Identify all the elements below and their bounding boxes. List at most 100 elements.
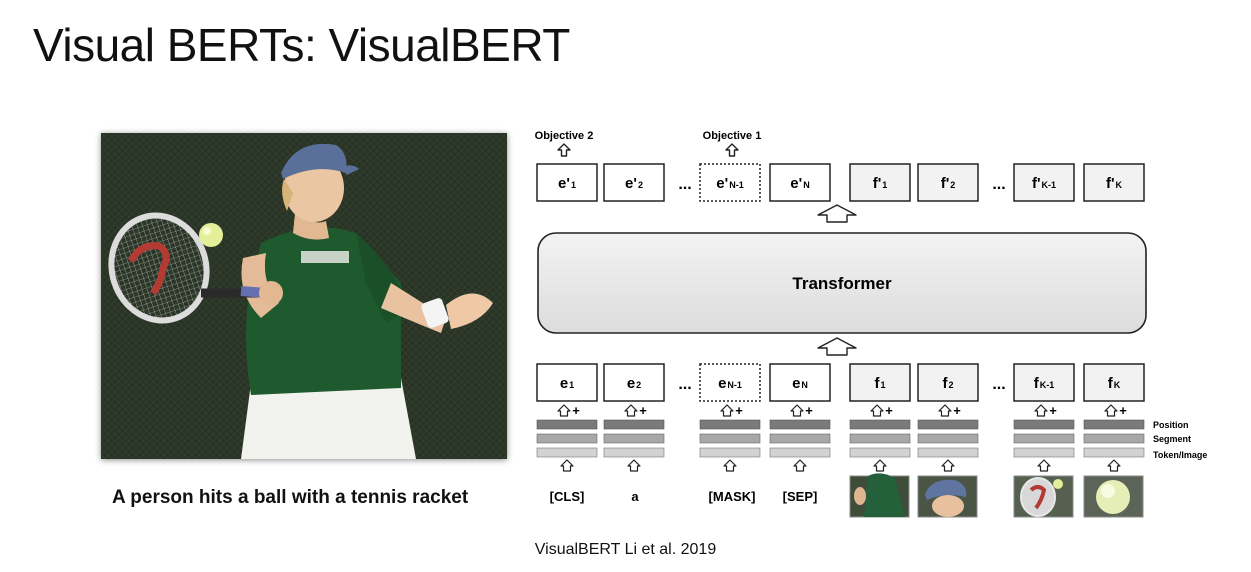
token-main: e	[718, 375, 726, 392]
token-subscript: 1	[569, 380, 574, 390]
embedding-sum-arrow-icon	[720, 404, 734, 417]
output-image-ellipsis: ...	[992, 176, 1005, 193]
word-input-cls: [CLS]	[550, 489, 585, 504]
token-subscript: N-1	[729, 180, 744, 190]
token-main: e	[792, 375, 800, 392]
token-subscript: 1	[880, 380, 885, 390]
output-text-token-label: e'N-1	[716, 175, 743, 192]
token-main: f'	[1106, 175, 1115, 192]
input-text-token-box	[603, 363, 665, 402]
input-image-token-box	[1013, 363, 1075, 402]
segment-embedding-bar	[769, 433, 831, 444]
segment-embedding-bar	[1013, 433, 1075, 444]
input-image-token-box	[917, 363, 979, 402]
position-embedding-label: Position	[1153, 420, 1189, 430]
input-image-token-box	[1083, 363, 1145, 402]
position-embedding-bar	[849, 419, 911, 430]
output-image-token-box	[849, 163, 911, 202]
token-subscript: K	[1116, 180, 1123, 190]
token-subscript: 2	[638, 180, 643, 190]
token-embedding-bar	[536, 447, 598, 458]
input-image-token-label: f1	[874, 375, 885, 392]
token-main: f	[942, 375, 948, 392]
input-text-token-1: e1	[536, 363, 598, 402]
image-region-racket	[1013, 475, 1074, 518]
output-image-token-label: f'K	[1106, 175, 1123, 192]
output-image-token-label: f'2	[941, 175, 956, 192]
embedding-plus-sign: +	[735, 403, 743, 418]
embedding-sum-arrow-icon	[938, 404, 952, 417]
input-text-token-box	[769, 363, 831, 402]
embedding-stack-4: +	[769, 403, 831, 472]
token-embedding-bar	[1083, 447, 1145, 458]
token-main: e	[560, 375, 568, 392]
token-subscript: K	[1114, 380, 1121, 390]
word-input-a: a	[631, 489, 639, 504]
image-caption: A person hits a ball with a tennis racke…	[112, 487, 469, 508]
objective-1-label: Objective 1	[703, 130, 762, 142]
input-text-token-label: eN-1	[718, 375, 742, 392]
position-embedding-bar	[1083, 419, 1145, 430]
token-main: e'	[716, 175, 728, 192]
objective-2-arrow-icon	[557, 143, 571, 157]
image-region-tennis-ball	[1083, 475, 1144, 518]
output-text-ellipsis: ...	[678, 176, 691, 193]
input-image-ellipsis: ...	[992, 376, 1005, 393]
embedding-stack-6: +	[917, 403, 979, 472]
input-up-arrow-icon	[560, 459, 574, 472]
citation: VisualBERT Li et al. 2019	[534, 541, 717, 558]
input-text-token-2: e2	[603, 363, 665, 402]
input-text-token-label: e1	[560, 375, 574, 392]
input-up-arrow-icon	[627, 459, 641, 472]
input-image-token-label: f2	[942, 375, 953, 392]
embedding-plus-sign: +	[639, 403, 647, 418]
token-subscript: N	[801, 380, 808, 390]
output-text-token-box	[769, 163, 831, 202]
input-image-token-1: f1	[849, 363, 911, 402]
token-main: f'	[941, 175, 950, 192]
embedding-sum-arrow-icon	[790, 404, 804, 417]
embedding-stack-7: +	[1013, 403, 1075, 472]
embedding-sum-arrow-icon	[870, 404, 884, 417]
embedding-sum-arrow-icon	[557, 404, 571, 417]
output-image-token-4: f'K	[1083, 163, 1145, 202]
output-text-token-1: e'1	[536, 163, 598, 202]
embedding-stack-2: +	[603, 403, 665, 472]
token-embedding-bar	[769, 447, 831, 458]
embedding-plus-sign: +	[572, 403, 580, 418]
embedding-plus-sign: +	[805, 403, 813, 418]
input-image-token-4: fK	[1083, 363, 1145, 402]
objective-2-label: Objective 2	[535, 130, 594, 142]
segment-embedding-bar	[849, 433, 911, 444]
output-text-token-box	[536, 163, 598, 202]
input-text-token-box	[536, 363, 598, 402]
embedding-plus-sign: +	[953, 403, 961, 418]
input-up-arrow-icon	[793, 459, 807, 472]
embedding-plus-sign: +	[1049, 403, 1057, 418]
segment-embedding-bar	[1083, 433, 1145, 444]
transformer-output-arrow-icon	[817, 204, 857, 223]
token-subscript: 1	[882, 180, 887, 190]
output-image-token-box	[1013, 163, 1075, 202]
position-embedding-bar	[536, 419, 598, 430]
word-input-mask: [MASK]	[709, 489, 756, 504]
word-input-sep: [SEP]	[783, 489, 818, 504]
output-text-token-label: e'N	[790, 175, 809, 192]
transformer-label: Transformer	[792, 274, 892, 293]
token-embedding-bar	[849, 447, 911, 458]
input-text-token-label: eN	[792, 375, 808, 392]
token-main: f	[1034, 375, 1040, 392]
input-up-arrow-icon	[1037, 459, 1051, 472]
output-image-token-box	[917, 163, 979, 202]
token-subscript: K-1	[1040, 380, 1055, 390]
input-text-token-4: eN	[769, 363, 831, 402]
position-embedding-bar	[699, 419, 761, 430]
segment-embedding-bar	[536, 433, 598, 444]
tennis-player-photo	[101, 133, 507, 459]
output-text-token-label: e'1	[558, 175, 576, 192]
embedding-stack-1: +	[536, 403, 598, 472]
objective-1-arrow-icon	[725, 143, 739, 157]
